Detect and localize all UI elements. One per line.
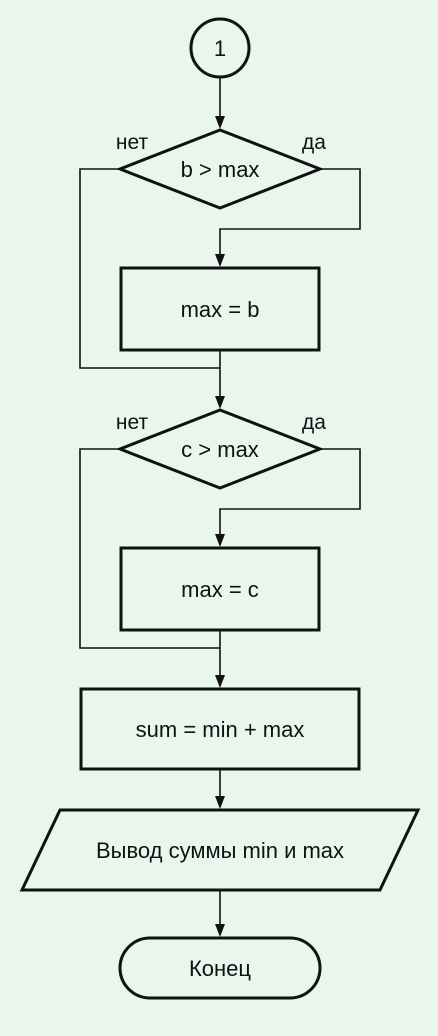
decision-condition: c > max — [181, 437, 259, 462]
start-connector: 1 — [189, 17, 251, 79]
output-label: Вывод суммы min и max — [96, 838, 344, 863]
arrowhead — [215, 924, 225, 937]
branch-label-yes: да — [302, 411, 326, 434]
arrowhead — [215, 116, 225, 129]
branch-label-yes: да — [302, 131, 326, 154]
terminator-label: Конец — [189, 956, 251, 981]
process-max-equals-b: max = b — [119, 266, 321, 352]
end-terminator: Конец — [118, 936, 322, 1000]
connector-label: 1 — [214, 36, 226, 61]
branch-label-no: нет — [116, 411, 149, 434]
process-label: max = c — [181, 577, 259, 602]
decision-diamond — [115, 128, 325, 210]
decision-c-gt-max: c > max нет да — [115, 408, 326, 490]
decision-b-gt-max: b > max нет да — [115, 128, 326, 210]
edge-decision1-no — [79, 168, 220, 369]
output-parallelogram — [19, 808, 421, 892]
terminator-shape — [118, 936, 322, 1000]
process-max-equals-c: max = c — [119, 546, 321, 632]
edge-decision2-yes — [219, 448, 361, 535]
process-box — [79, 687, 361, 771]
arrowhead — [215, 675, 225, 688]
arrowhead — [215, 254, 225, 267]
process-label: sum = min + max — [136, 717, 305, 742]
arrowhead — [215, 796, 225, 809]
edge-decision2-no — [79, 448, 220, 649]
arrowhead — [215, 534, 225, 547]
branch-label-no: нет — [116, 131, 149, 154]
edge-decision1-yes — [219, 168, 361, 255]
process-sum: sum = min + max — [79, 687, 361, 771]
process-box — [119, 266, 321, 352]
arrowhead — [215, 396, 225, 409]
decision-diamond — [115, 408, 325, 490]
output-step: Вывод суммы min и max — [19, 808, 421, 892]
process-label: max = b — [181, 297, 260, 322]
decision-condition: b > max — [181, 157, 260, 182]
